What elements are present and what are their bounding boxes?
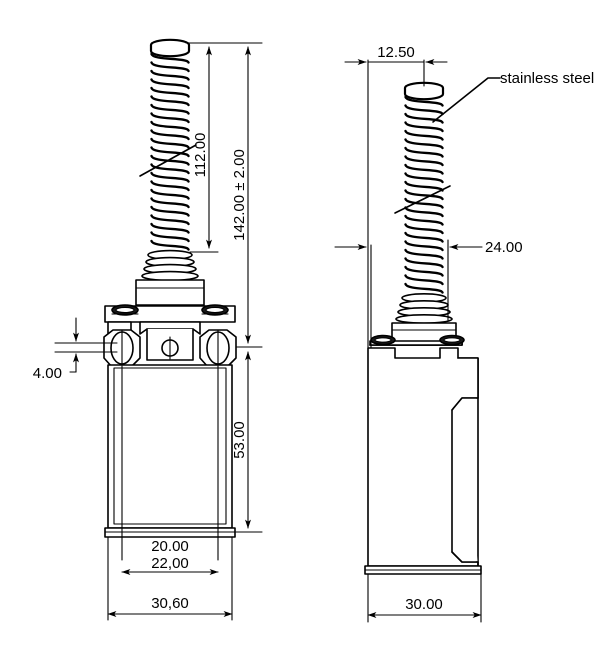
dim-22-text: 22,00: [151, 555, 189, 572]
body-flange-front: [103, 321, 237, 368]
dim-142-text: 142.00 ± 2.00: [231, 149, 248, 241]
bellows-stack-side: [395, 292, 453, 324]
spring-break-line-side: [394, 185, 451, 214]
hole-center-marks: [121, 329, 219, 367]
switch-body-front: [104, 364, 236, 538]
dim-53: 53.00: [231, 351, 251, 529]
front-view-dimensions: 112.00 142.00 ± 2.00 53.00 4.00 22,00 20…: [33, 42, 263, 617]
dim-4-ext-lines: [54, 342, 118, 353]
side-view: [364, 59, 482, 623]
dim-112-text: 112.00: [192, 133, 209, 178]
dim-3060: 30,60: [107, 595, 233, 617]
screw-slot-side-right: [443, 337, 461, 343]
dim-30: 30.00: [367, 596, 482, 618]
dim-3060-text: 30,60: [151, 595, 189, 612]
front-extension-lines: [107, 365, 233, 621]
dim-20: 20.00: [151, 538, 189, 555]
side-view-dimensions: 12.50 24.00 stainless steel 30.00: [334, 44, 594, 618]
spring-actuator-side: [391, 81, 457, 346]
switch-body-side: [364, 347, 482, 575]
dim-24-text: 24.00: [485, 239, 523, 256]
dim-142: 142.00 ± 2.00: [231, 46, 251, 344]
dim-1250: 12.50: [344, 44, 448, 65]
dim-4: 4.00: [33, 317, 118, 382]
dim-4-text: 4.00: [33, 365, 62, 382]
body-inner-outline: [113, 367, 227, 525]
spring-break-line: [139, 144, 197, 177]
screw-slot-side-left: [374, 337, 392, 343]
spring-top-cap-body-side: [403, 86, 445, 101]
dim-53-text: 53.00: [231, 421, 248, 459]
body-side-step-upper: [451, 397, 479, 411]
screw-slot-left: [115, 306, 135, 314]
spring-top-cap-side: [149, 43, 191, 58]
mounting-head-front: [104, 304, 236, 323]
bellows-ring-4: [141, 270, 199, 282]
spring-coils-side: [404, 95, 444, 294]
screw-slot-right: [205, 306, 225, 314]
front-view: [103, 38, 237, 621]
spring-coils-front: [150, 52, 190, 251]
body-side-step-lower: [451, 551, 479, 563]
actuator-collar-front: [135, 279, 205, 306]
mounting-head-side: [369, 334, 465, 346]
stainless-steel-leader: [432, 77, 501, 123]
body-outline: [107, 364, 233, 529]
dim-30-text: 30.00: [405, 596, 443, 613]
dim-24: 24.00: [334, 239, 523, 256]
dim-20-text: 20.00: [151, 538, 189, 555]
spring-actuator-front: [135, 38, 205, 306]
dim-112: 112.00: [192, 46, 212, 249]
bellows-ring-side-4: [395, 313, 453, 324]
dim-22: 22,00: [121, 555, 219, 575]
annotation-stainless-steel: stainless steel: [432, 70, 594, 123]
bellows-stack-front: [141, 249, 199, 282]
stainless-steel-label: stainless steel: [500, 70, 594, 87]
dim-1250-text: 12.50: [377, 44, 415, 61]
